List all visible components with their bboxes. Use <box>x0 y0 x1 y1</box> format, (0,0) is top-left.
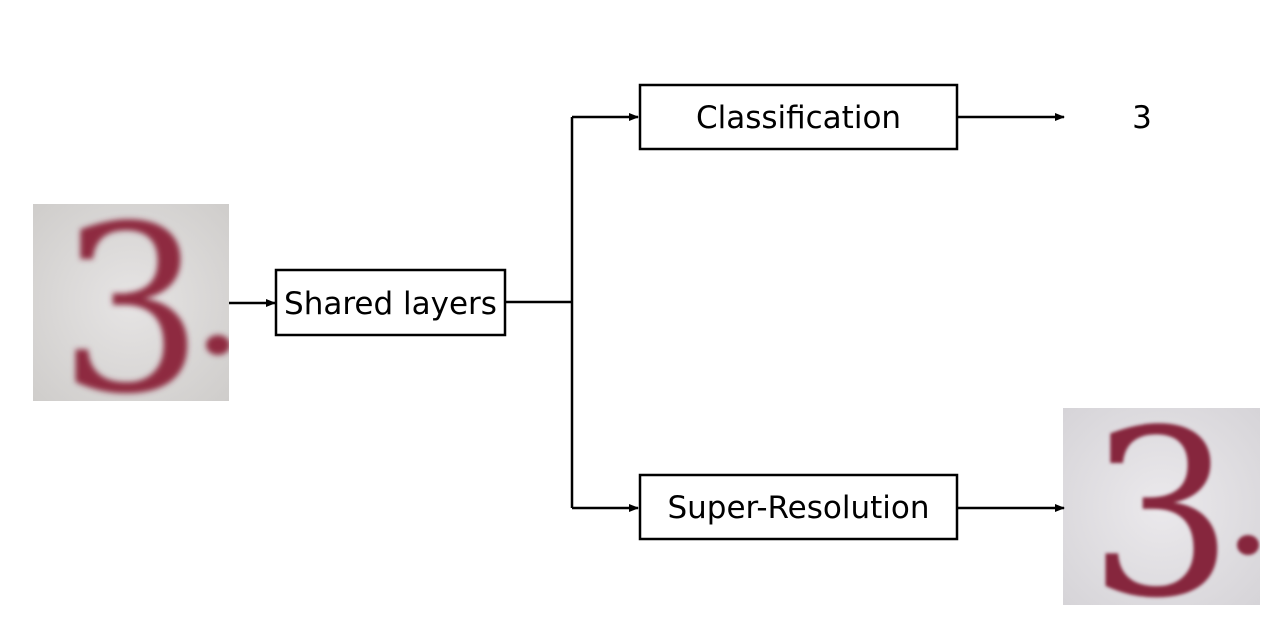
super-resolution-label: Super-Resolution <box>667 490 929 526</box>
classification-node: Classification <box>638 83 959 151</box>
input-digit-image: 3 <box>33 178 229 445</box>
super-resolution-node: Super-Resolution <box>638 473 959 541</box>
classification-label: Classification <box>696 100 901 136</box>
branch-connector <box>505 117 574 508</box>
classification-output: 3 <box>1132 100 1152 136</box>
output-digit-glyph: 3 <box>1088 382 1234 624</box>
input-digit-glyph: 3 <box>58 178 204 445</box>
output-digit-image: 3 <box>1063 382 1260 624</box>
shared-layers-label: Shared layers <box>284 286 497 322</box>
shared-layers-node: Shared layers <box>274 268 507 337</box>
